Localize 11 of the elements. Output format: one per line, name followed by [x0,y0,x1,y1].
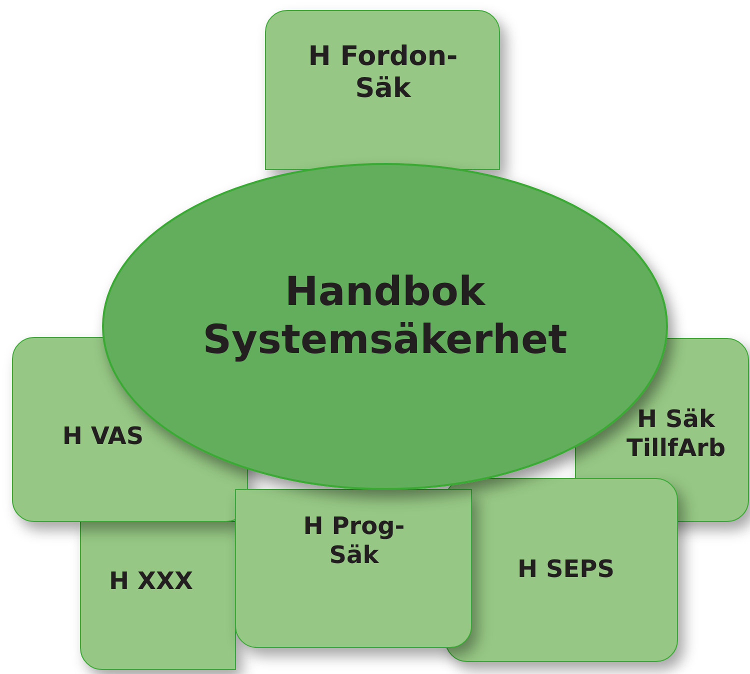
rounded-card [445,478,678,662]
card-title: H SEPS [516,555,616,584]
card-title: H Prog- Säk [302,512,406,570]
card-title: H VAS [61,422,145,451]
ellipse-title: Handbok Systemsäkerhet [202,268,568,364]
card-title: H Säk TillfArb [625,405,727,463]
rounded-card [265,10,500,170]
card-title: H XXX [108,567,194,596]
card-title: H Fordon- Säk [307,41,459,106]
rounded-card [235,489,472,648]
rounded-card [80,521,236,670]
